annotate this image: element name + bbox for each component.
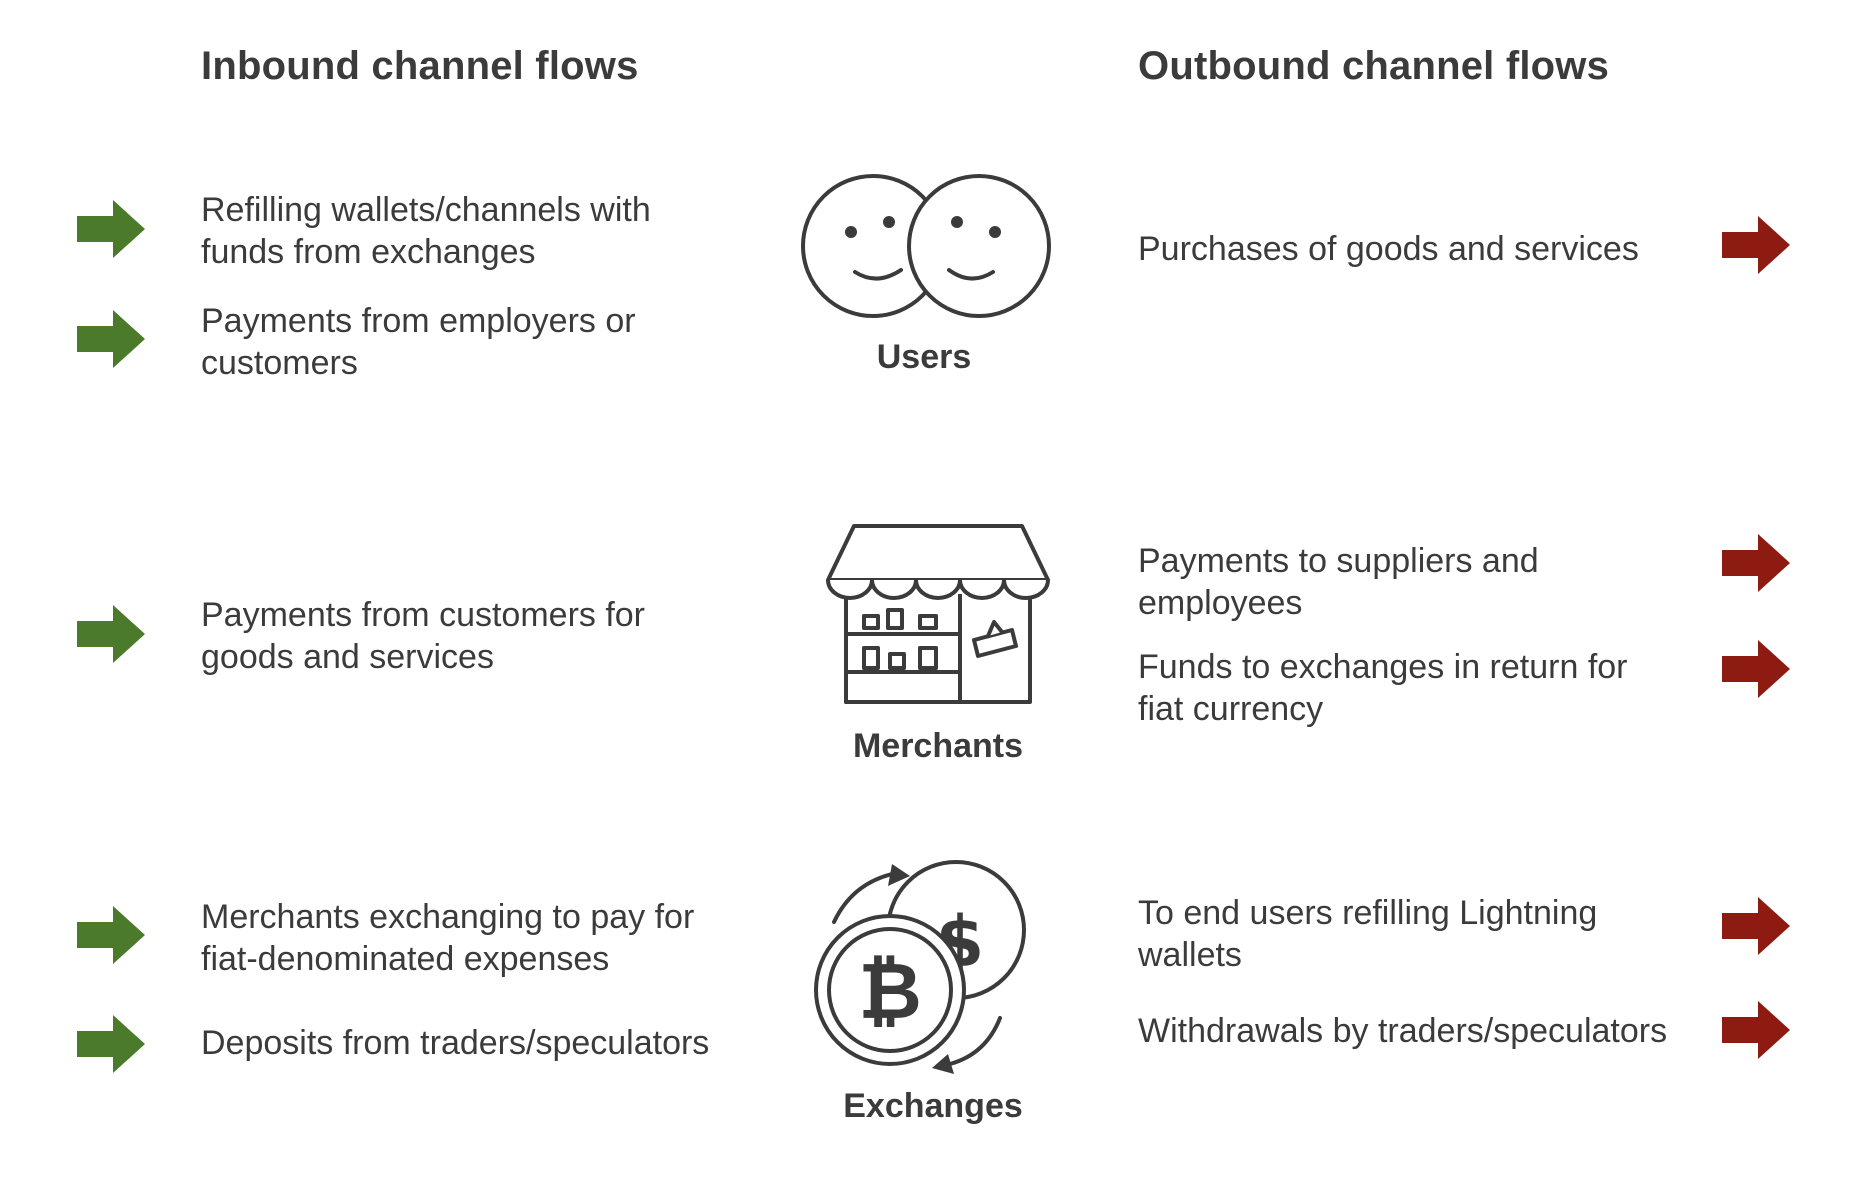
outbound-flow-exchanges-1: To end users refilling Lightning wallets (1138, 894, 1598, 974)
group-label-exchanges: Exchanges (843, 1087, 1023, 1125)
outbound-arrow-icon (1722, 897, 1790, 955)
group-label-merchants: Merchants (852, 727, 1024, 765)
outbound-flow-merchants-1: Payments to suppliers and employees (1138, 542, 1539, 622)
bitcoin-dollar-exchange-icon: $ ₿ (814, 860, 1026, 1074)
inbound-heading: Inbound channel flows (201, 44, 639, 88)
inbound-arrow-icon (77, 1015, 145, 1073)
outbound-arrow-icon (1722, 216, 1790, 274)
inbound-flow-exchanges-2: Deposits from traders/speculators (201, 1024, 710, 1062)
users-icon (801, 174, 1051, 318)
svg-text:₿: ₿ (858, 947, 922, 1037)
storefront-icon (826, 524, 1050, 704)
outbound-arrow-icon (1722, 534, 1790, 592)
outbound-heading: Outbound channel flows (1138, 44, 1610, 88)
inbound-arrow-icon (77, 605, 145, 663)
outbound-flow-exchanges-2: Withdrawals by traders/speculators (1138, 1012, 1668, 1050)
inbound-arrow-icon (77, 200, 145, 258)
inbound-arrow-icon (77, 310, 145, 368)
inbound-flow-users-2: Payments from employers or customers (201, 302, 636, 382)
outbound-arrow-icon (1722, 1001, 1790, 1059)
inbound-arrow-icon (77, 906, 145, 964)
outbound-flow-users-1: Purchases of goods and services (1138, 230, 1639, 268)
outbound-arrow-icon (1722, 640, 1790, 698)
group-label-users: Users (876, 338, 972, 376)
inbound-flow-exchanges-1: Merchants exchanging to pay for fiat-den… (201, 898, 695, 978)
inbound-flow-merchants-1: Payments from customers for goods and se… (201, 596, 646, 676)
inbound-flow-users-1: Refilling wallets/channels with funds fr… (201, 191, 651, 271)
outbound-flow-merchants-2: Funds to exchanges in return for fiat cu… (1138, 648, 1628, 728)
